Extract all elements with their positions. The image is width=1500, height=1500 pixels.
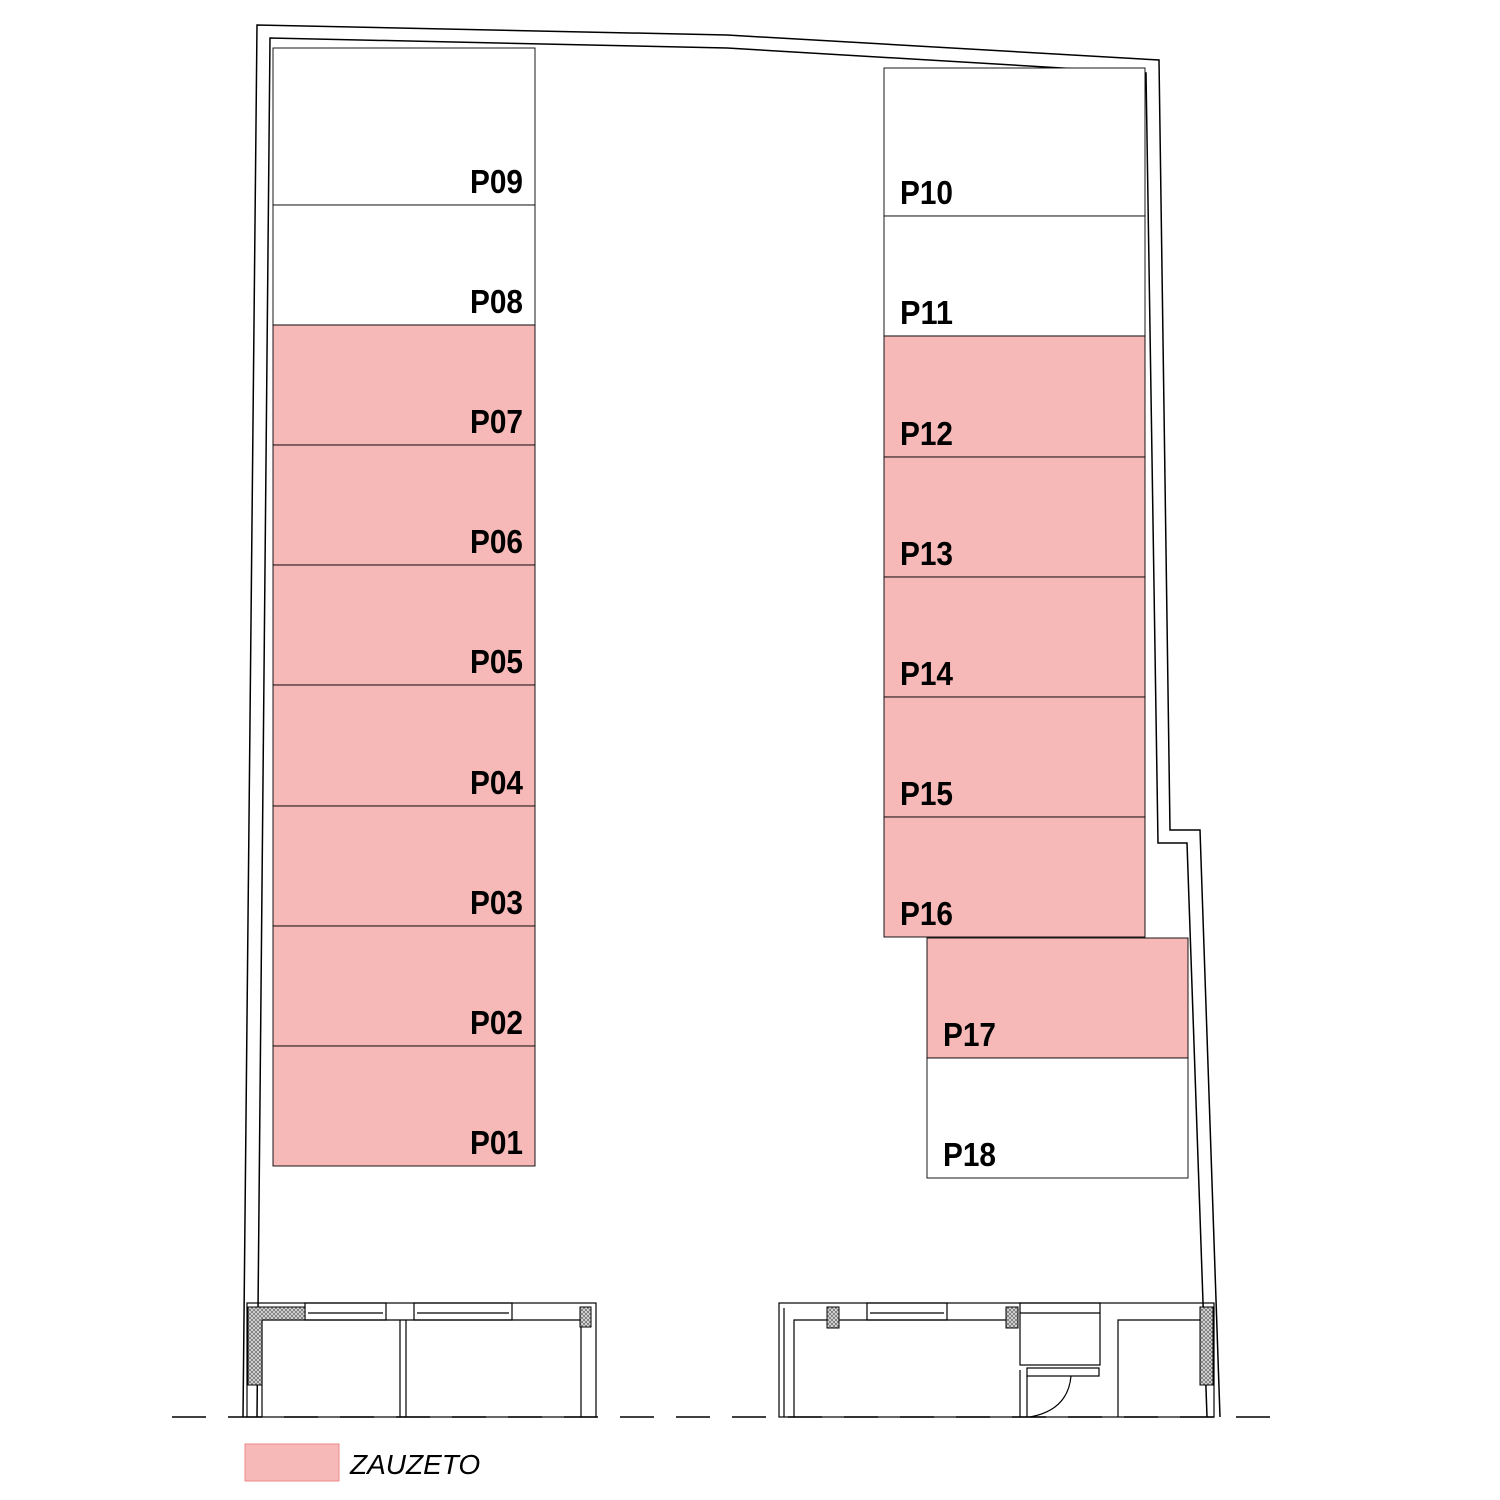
spot-label: P06 [470,523,523,560]
parking-spot-p13[interactable]: P13 [883,456,1146,578]
spot-area [272,1045,536,1167]
spot-area [272,684,536,807]
spot-area [926,1057,1189,1179]
parking-spot-p01[interactable]: P01 [272,1045,536,1167]
spot-label: P12 [900,415,953,452]
columns [247,1306,1214,1386]
spot-area [883,696,1146,818]
parking-spot-p07[interactable]: P07 [272,324,536,446]
spot-area [883,816,1146,938]
spot-label: P02 [470,1004,523,1041]
spot-label: P16 [900,895,953,932]
parking-spot-p05[interactable]: P05 [272,564,536,686]
spot-label: P11 [900,294,953,331]
legend-swatch [244,1443,340,1482]
spot-area [883,335,1146,458]
spot-label: P09 [470,163,523,200]
spot-area [272,204,536,326]
spot-area [272,925,536,1047]
spot-label: P17 [943,1016,996,1053]
spot-label: P08 [470,283,523,320]
spot-area [883,456,1146,578]
spot-area [883,576,1146,698]
spot-label: P03 [470,884,523,921]
parking-spot-p17[interactable]: P17 [926,937,1189,1059]
legend-label: ZAUZETO [349,1449,480,1480]
parking-spot-p14[interactable]: P14 [883,576,1146,698]
parking-spot-p11[interactable]: P11 [883,215,1146,337]
parking-spot-p12[interactable]: P12 [883,335,1146,458]
spot-area [272,805,536,927]
parking-spot-p06[interactable]: P06 [272,444,536,566]
spot-label: P05 [470,643,523,680]
spot-label: P13 [900,535,953,572]
parking-spot-p10[interactable]: P10 [883,67,1146,217]
parking-spot-p02[interactable]: P02 [272,925,536,1047]
parking-spot-p15[interactable]: P15 [883,696,1146,818]
spot-label: P04 [470,764,524,801]
spot-label: P01 [470,1124,523,1161]
parking-spot-p04[interactable]: P04 [272,684,536,807]
spot-area [926,937,1189,1059]
parking-spot-p03[interactable]: P03 [272,805,536,927]
spot-label: P15 [900,775,953,812]
spot-area [883,215,1146,337]
building-outline [242,24,1221,1418]
spot-area [883,67,1146,217]
spot-area [272,564,536,686]
ground-floor-walls [246,1302,1215,1418]
spot-area [272,324,536,446]
parking-spot-p18[interactable]: P18 [926,1057,1189,1179]
spot-label: P18 [943,1136,996,1173]
spot-label: P14 [900,655,954,692]
legend: ZAUZETO [244,1443,480,1482]
parking-spot-p08[interactable]: P08 [272,204,536,326]
parking-spot-p16[interactable]: P16 [883,816,1146,938]
spot-area [272,444,536,566]
spot-label: P07 [470,403,523,440]
parking-spot-p09[interactable]: P09 [272,47,536,206]
spot-label: P10 [900,174,953,211]
spot-area [272,47,536,206]
